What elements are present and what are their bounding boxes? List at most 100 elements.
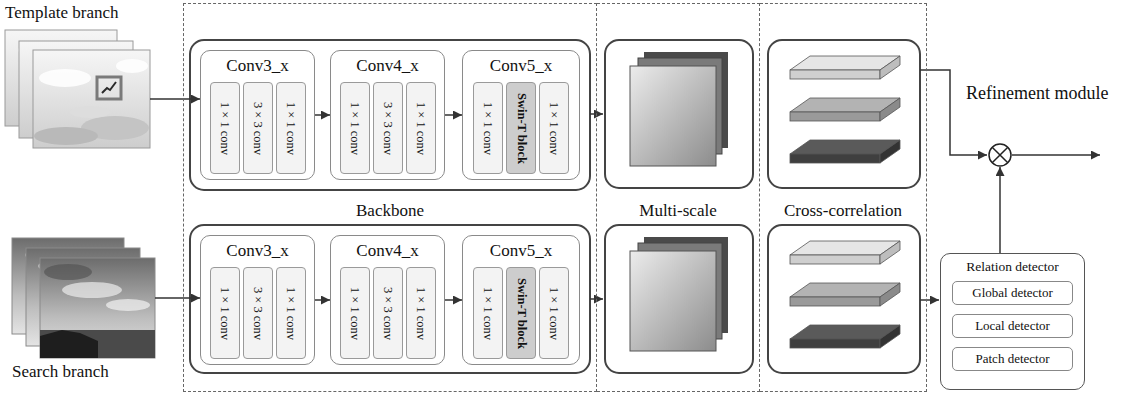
slab-front — [790, 154, 880, 163]
cloud — [62, 282, 122, 298]
relation-box: Global detectorLocal detectorPatch detec… — [940, 253, 1085, 390]
correlation-panel — [768, 225, 920, 373]
cloud — [106, 299, 150, 311]
layer-label: 1 × 1 conv — [481, 286, 496, 339]
layer-bar: 1 × 1 conv — [473, 267, 503, 359]
flow-arrow — [150, 98, 200, 100]
layer-label: Swin-T block — [514, 278, 529, 349]
cross-mark — [992, 147, 1008, 163]
layer-label: 1 × 1 conv — [283, 101, 298, 154]
detector-box: Patch detector — [952, 347, 1073, 371]
slab-side — [880, 241, 900, 264]
layer-label: 1 × 1 conv — [547, 286, 562, 339]
detector-box: Local detector — [952, 314, 1073, 338]
layer-label: 3 × 3 conv — [380, 286, 395, 339]
slab-front — [790, 339, 880, 348]
backbone-box — [190, 225, 590, 373]
feature-map — [630, 251, 716, 351]
multi-scale-panel — [605, 40, 753, 188]
layer-label: 1 × 1 conv — [217, 286, 232, 339]
block-title: Conv3_x — [226, 241, 288, 261]
cloud — [116, 59, 148, 73]
multi-scale-panel — [605, 225, 753, 373]
layer-bar: 1 × 1 conv — [340, 82, 370, 174]
layer-bar: Swin-T block — [506, 82, 536, 174]
conv-block: 1 × 1 conv Swin-T block 1 × 1 conv Conv5_x — [462, 50, 580, 180]
image-stack: Search branch — [12, 238, 155, 358]
detector-label: Patch detector — [976, 351, 1050, 367]
layer-label: 1 × 1 conv — [413, 286, 428, 339]
layer-bar: Swin-T block — [506, 267, 536, 359]
conv-block: 1 × 1 conv 3 × 3 conv 1 × 1 conv Conv3_x — [200, 50, 315, 180]
detector-label: Global detector — [972, 285, 1053, 301]
multiply-node: Refinement module — [988, 143, 1012, 167]
wire — [920, 299, 939, 301]
slab-side — [880, 140, 900, 163]
block-title: Conv5_x — [490, 56, 552, 76]
slab-side — [880, 98, 900, 121]
conv-block: 1 × 1 conv 3 × 3 conv 1 × 1 conv Conv4_x — [330, 50, 445, 180]
layer-bar: 3 × 3 conv — [243, 82, 273, 174]
slab-front — [790, 255, 880, 264]
layer-label: Swin-T block — [514, 93, 529, 164]
image-stack: Template branch — [5, 30, 150, 148]
layer-label: 3 × 3 conv — [250, 286, 265, 339]
wire — [1012, 154, 1100, 156]
bird — [102, 82, 116, 93]
flow-arrow — [155, 297, 200, 299]
cloud — [34, 127, 98, 145]
layer-bar: 1 × 1 conv — [210, 82, 240, 174]
layer-bar: 1 × 1 conv — [539, 82, 569, 174]
cloud — [39, 69, 91, 87]
layer-bar: 1 × 1 conv — [210, 267, 240, 359]
block-title: Conv3_x — [226, 56, 288, 76]
slab-side — [880, 283, 900, 306]
branch-label: Template branch — [5, 3, 119, 23]
cloud — [44, 264, 92, 280]
template-photos — [5, 30, 150, 148]
flow-arrow — [445, 114, 462, 116]
layer-bar: 3 × 3 conv — [243, 267, 273, 359]
search-photos — [12, 238, 155, 358]
backbone-box — [190, 40, 590, 190]
slab-front — [790, 70, 880, 79]
layer-label: 3 × 3 conv — [380, 101, 395, 154]
slab-side — [880, 325, 900, 348]
conv-block: 1 × 1 conv 3 × 3 conv 1 × 1 conv Conv4_x — [330, 235, 445, 365]
branch-label: Search branch — [12, 362, 109, 382]
layer-bar: 1 × 1 conv — [406, 267, 436, 359]
box-title: Relation detector — [966, 259, 1059, 275]
layer-label: 3 × 3 conv — [250, 101, 265, 154]
flow-arrow — [999, 167, 1001, 253]
layer-bar: 1 × 1 conv — [340, 267, 370, 359]
flow-arrow — [445, 299, 462, 301]
correlation-panel — [768, 40, 920, 188]
dashed-region: Multi-scale — [597, 3, 760, 392]
flow-arrow — [315, 299, 330, 301]
layer-bar: 1 × 1 conv — [276, 82, 306, 174]
layer-bar: 1 × 1 conv — [276, 267, 306, 359]
layer-bar: 3 × 3 conv — [373, 82, 403, 174]
region-label: Backbone — [356, 201, 424, 221]
layer-label: 1 × 1 conv — [547, 101, 562, 154]
slab-front — [790, 297, 880, 306]
layer-bar: 1 × 1 conv — [406, 82, 436, 174]
wires — [590, 70, 1100, 300]
feature-maps — [630, 52, 728, 351]
cloud — [70, 106, 110, 118]
dashed-region: 1 × 1 conv3 × 3 conv1 × 1 convConv3_x1 ×… — [183, 3, 597, 392]
slab-side — [880, 56, 900, 79]
layer-bar: 1 × 1 conv — [473, 82, 503, 174]
flow-arrow — [315, 114, 330, 116]
block-title: Conv4_x — [356, 241, 418, 261]
target-box — [97, 77, 121, 99]
detector-label: Local detector — [975, 318, 1050, 334]
block-title: Conv4_x — [356, 56, 418, 76]
photo-frame — [40, 258, 155, 358]
layer-label: 1 × 1 conv — [413, 101, 428, 154]
conv-block: 1 × 1 convSwin-T block1 × 1 convConv5_x — [462, 235, 580, 365]
photo-frame — [33, 50, 150, 148]
sea — [40, 330, 155, 358]
layer-label: 1 × 1 conv — [217, 101, 232, 154]
slab-front — [790, 112, 880, 121]
